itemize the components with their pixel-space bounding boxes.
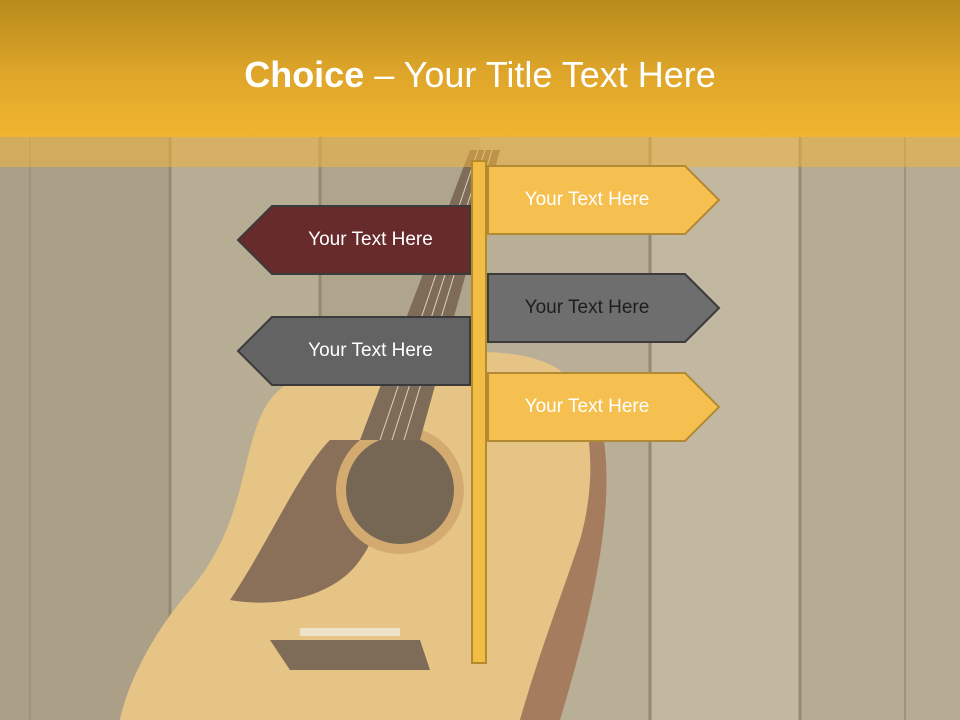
signpost-arrow-right-1[interactable]: Your Text Here bbox=[487, 165, 721, 235]
sign-label: Your Text Here bbox=[524, 189, 650, 210]
signpost-arrow-right-5[interactable]: Your Text Here bbox=[487, 372, 721, 442]
signpost-arrow-left-4[interactable]: Your Text Here bbox=[236, 316, 471, 386]
signpost-arrow-left-2[interactable]: Your Text Here bbox=[236, 205, 471, 275]
slide-title: Choice – Your Title Text Here bbox=[0, 52, 960, 98]
arrow-left-shape bbox=[236, 316, 471, 386]
signpost-arrow-right-3[interactable]: Your Text Here bbox=[487, 273, 721, 343]
title-bold: Choice bbox=[244, 54, 365, 95]
arrow-right-shape bbox=[487, 372, 721, 442]
arrow-left-shape bbox=[236, 205, 471, 275]
title-text: Your Title Text Here bbox=[403, 54, 716, 95]
sign-label: Your Text Here bbox=[524, 396, 650, 417]
arrow-right-shape bbox=[487, 273, 721, 343]
signpost-pole bbox=[471, 160, 487, 664]
sign-label: Your Text Here bbox=[308, 229, 433, 250]
title-separator: – bbox=[364, 54, 404, 95]
sign-label: Your Text Here bbox=[524, 297, 650, 318]
sign-label: Your Text Here bbox=[308, 340, 433, 361]
title-bar bbox=[0, 0, 960, 137]
arrow-right-shape bbox=[487, 165, 721, 235]
